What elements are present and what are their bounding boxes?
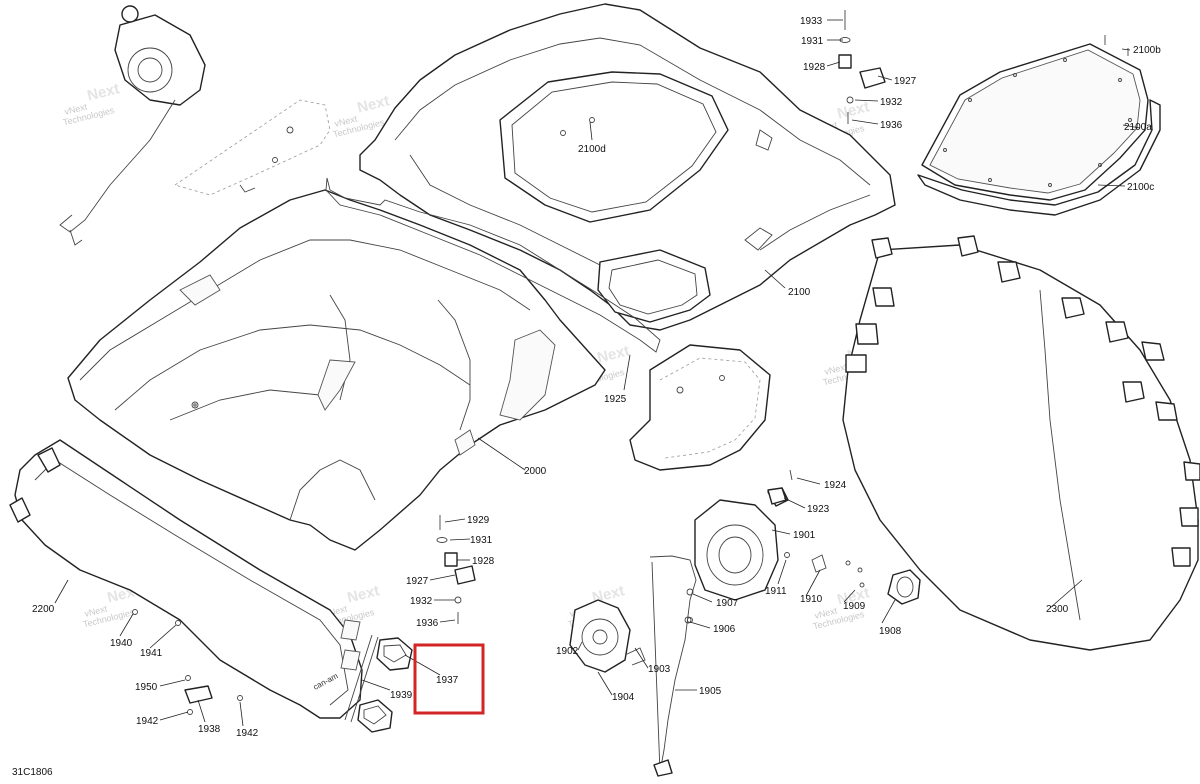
svg-text:Next: Next: [85, 80, 121, 104]
callout-1925: 1925: [604, 394, 627, 405]
callout-1929: 1929: [467, 515, 490, 526]
callout-1936: 1936: [880, 120, 903, 131]
highlight-box-1937[interactable]: [413, 643, 485, 715]
windshield-2200: can-am: [9, 439, 379, 723]
callout-2100: 2100: [788, 287, 811, 298]
callout-1928: 1928: [803, 62, 826, 73]
callout-1937: 1937: [436, 675, 459, 686]
callout-1904: 1904: [612, 692, 635, 703]
callout-1940: 1940: [110, 638, 133, 649]
callout-1939: 1939: [390, 690, 413, 701]
rubber-grommets: [357, 637, 413, 733]
callout-1927: 1927: [406, 576, 429, 587]
svg-text:Next: Next: [345, 582, 381, 606]
leader-lines: [54, 19, 1141, 727]
callout-2000: 2000: [524, 466, 547, 477]
callout-1910: 1910: [800, 594, 823, 605]
svg-text:Next: Next: [595, 342, 631, 366]
callout-1933: 1933: [800, 16, 823, 27]
callout-1901: 1901: [793, 530, 816, 541]
callout-1927: 1927: [894, 76, 917, 87]
callout-2200: 2200: [32, 604, 55, 615]
callout-2100c: 2100c: [1127, 182, 1154, 193]
callout-1909: 1909: [843, 601, 866, 612]
callout-1941: 1941: [140, 648, 163, 659]
svg-text:Next: Next: [355, 92, 391, 116]
callout-1932: 1932: [410, 596, 433, 607]
callout-1932: 1932: [880, 97, 903, 108]
callout-1902: 1902: [556, 646, 579, 657]
trim-piece-upper: [174, 99, 331, 196]
hardware-bracket-1938: [132, 609, 243, 715]
drawing-id: 31C1806: [12, 767, 53, 778]
callout-1906: 1906: [713, 624, 736, 635]
callout-2100d: 2100d: [578, 144, 606, 155]
side-panel-2300: [842, 235, 1200, 651]
callout-1950: 1950: [135, 682, 158, 693]
callout-1908: 1908: [879, 626, 902, 637]
callout-1911: 1911: [765, 586, 787, 597]
callout-1942: 1942: [136, 716, 159, 727]
trim-piece-right: [629, 344, 771, 471]
window-panel-2100a: [917, 35, 1161, 216]
callout-2300: 2300: [1046, 604, 1069, 615]
callout-1931: 1931: [801, 36, 824, 47]
hardware-stack-lower: [436, 515, 476, 624]
callout-1903: 1903: [648, 664, 671, 675]
callout-1924: 1924: [824, 480, 847, 491]
roof-panel-2100: [359, 3, 896, 331]
callout-1936: 1936: [416, 618, 439, 629]
callout-2100a: 2100a: [1124, 122, 1152, 133]
callout-1923: 1923: [807, 504, 830, 515]
hardware-stack-upper: [838, 10, 886, 124]
callout-1942: 1942: [236, 728, 259, 739]
callout-1931: 1931: [470, 535, 493, 546]
callout-1928: 1928: [472, 556, 495, 567]
hood-panel-2000: [67, 177, 661, 551]
svg-text:Next: Next: [835, 98, 871, 122]
callout-2100b: 2100b: [1133, 45, 1161, 56]
callout-1938: 1938: [198, 724, 221, 735]
speaker-upper-left: [59, 5, 206, 246]
callout-1907: 1907: [716, 598, 739, 609]
clip-group: [845, 235, 1200, 567]
callout-labels: 1933 1931 1928 1927 1932 1936 2100b 2100…: [32, 16, 1161, 739]
speaker-1902: [569, 599, 646, 673]
callout-1905: 1905: [699, 686, 722, 697]
hardware-right: [687, 469, 865, 623]
